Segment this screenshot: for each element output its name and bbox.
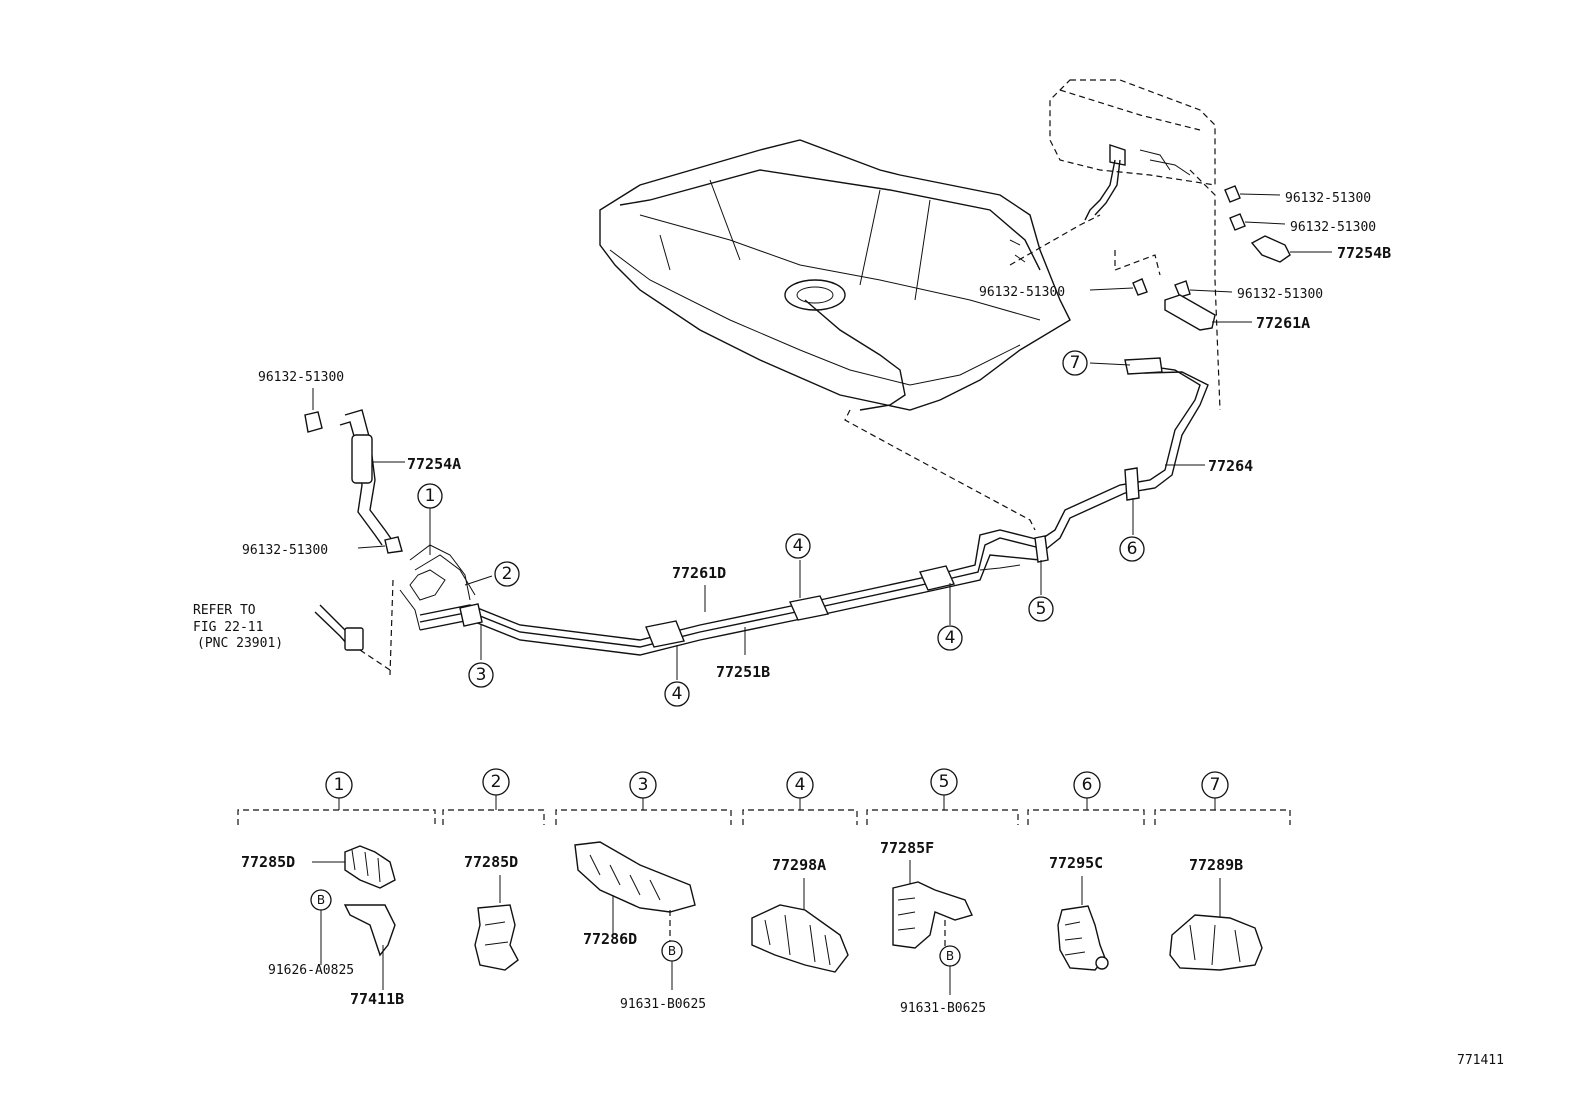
svg-text:77411B: 77411B xyxy=(350,990,404,1008)
label-77264: 77264 xyxy=(1208,457,1253,475)
label-96132-51300: 96132-51300 xyxy=(1285,191,1371,206)
detail-group-2: 2 77285D xyxy=(442,768,545,971)
callout-3: 3 xyxy=(468,662,494,688)
svg-text:5: 5 xyxy=(939,772,950,792)
detail-group-7: 7 77289B xyxy=(1154,771,1291,971)
callout-6: 6 xyxy=(1119,536,1145,562)
svg-text:4: 4 xyxy=(672,684,683,704)
svg-text:77285D: 77285D xyxy=(464,853,518,871)
label-77261A: 77261A xyxy=(1256,314,1310,332)
label-96132-51300: 96132-51300 xyxy=(1237,287,1323,302)
detail-group-4: 4 77298A xyxy=(742,771,858,973)
svg-text:77285F: 77285F xyxy=(880,839,934,857)
refer-note-line-1: REFER TO xyxy=(193,603,256,618)
svg-text:7: 7 xyxy=(1070,353,1081,373)
svg-text:91631-B0625: 91631-B0625 xyxy=(620,997,706,1012)
detail-group-1: 1 77285D B 91626-A0825 77411B xyxy=(237,771,436,1008)
svg-text:91626-A0825: 91626-A0825 xyxy=(268,963,354,978)
svg-text:3: 3 xyxy=(476,665,487,685)
detail-group-3: 3 77286D B 91631-B0625 xyxy=(555,771,732,1012)
label-96132-51300: 96132-51300 xyxy=(258,370,344,385)
label-96132-51300: 96132-51300 xyxy=(979,285,1065,300)
svg-text:77289B: 77289B xyxy=(1189,856,1243,874)
hose-77254A-assembly xyxy=(304,409,403,651)
illustration-code: 771411 xyxy=(1457,1053,1504,1068)
callout-5: 5 xyxy=(1028,596,1054,622)
dashed-guides xyxy=(359,169,1221,676)
svg-text:2: 2 xyxy=(502,564,513,584)
svg-text:91631-B0625: 91631-B0625 xyxy=(900,1001,986,1016)
svg-text:6: 6 xyxy=(1127,539,1138,559)
label-77251B: 77251B xyxy=(716,663,770,681)
svg-text:B: B xyxy=(317,893,325,907)
callout-7: 7 xyxy=(1062,350,1088,376)
part-labels: 96132-51300 96132-51300 77254B 96132-513… xyxy=(193,191,1391,681)
refer-note-line-2: FIG 22-11 xyxy=(193,620,263,635)
hose-right-assembly xyxy=(1132,185,1291,331)
svg-text:77286D: 77286D xyxy=(583,930,637,948)
svg-text:4: 4 xyxy=(795,775,806,795)
svg-text:2: 2 xyxy=(491,772,502,792)
label-77254A: 77254A xyxy=(407,455,461,473)
fuel-tank xyxy=(599,139,1071,411)
svg-text:77298A: 77298A xyxy=(772,856,826,874)
detail-group-5: 5 77285F B 91631-B0625 xyxy=(866,768,1019,1016)
svg-text:1: 1 xyxy=(334,775,345,795)
refer-note-line-3: (PNC 23901) xyxy=(197,636,283,651)
callout-1: 1 xyxy=(417,483,443,509)
label-96132-51300: 96132-51300 xyxy=(242,543,328,558)
label-96132-51300: 96132-51300 xyxy=(1290,220,1376,235)
callout-4: 4 xyxy=(785,533,811,559)
fuel-lines xyxy=(399,357,1209,656)
label-77261D: 77261D xyxy=(672,564,726,582)
svg-text:77285D: 77285D xyxy=(241,853,295,871)
callout-4: 4 xyxy=(937,625,963,651)
callout-2: 2 xyxy=(494,561,520,587)
svg-text:B: B xyxy=(946,949,954,963)
label-77254B: 77254B xyxy=(1337,244,1391,262)
svg-text:77295C: 77295C xyxy=(1049,854,1103,872)
svg-text:4: 4 xyxy=(793,536,804,556)
leader-lines xyxy=(312,193,1332,680)
svg-text:7: 7 xyxy=(1210,775,1221,795)
svg-text:4: 4 xyxy=(945,628,956,648)
svg-text:6: 6 xyxy=(1082,775,1093,795)
svg-text:5: 5 xyxy=(1036,599,1047,619)
svg-text:3: 3 xyxy=(638,775,649,795)
svg-text:1: 1 xyxy=(425,486,436,506)
callout-4: 4 xyxy=(664,681,690,707)
charcoal-canister xyxy=(1049,79,1216,221)
callouts: 1 2 3 4 4 4 5 6 7 xyxy=(417,350,1145,707)
svg-text:B: B xyxy=(668,944,676,958)
detail-group-6: 6 77295C xyxy=(1027,771,1145,971)
